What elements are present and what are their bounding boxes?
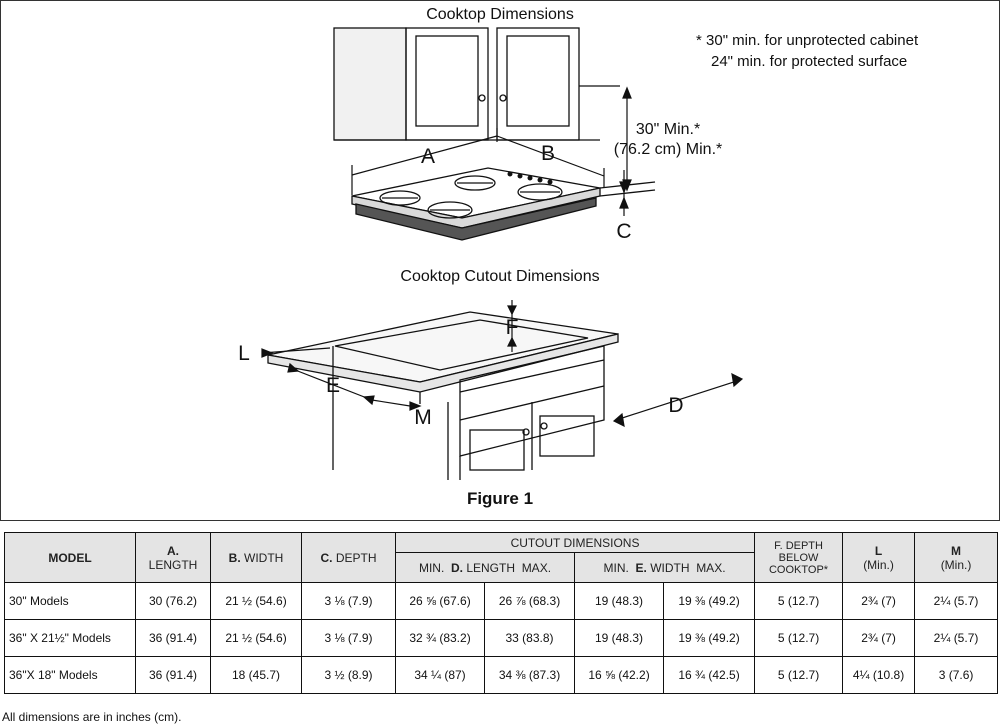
header-e-word: WIDTH <box>650 560 690 575</box>
cooktop-dimensions-table: MODEL A.LENGTH B. WIDTH C. DEPTH CUTOUT … <box>4 532 999 694</box>
figure-caption: Figure 1 <box>467 489 533 508</box>
clearance-label-cm: (76.2 cm) Min.* <box>614 141 722 158</box>
header-model: MODEL <box>4 532 136 583</box>
header-d-word: LENGTH <box>466 560 516 575</box>
clearance-note-line-2: 24" min. for protected surface <box>711 53 907 70</box>
header-b-word: WIDTH <box>244 550 284 565</box>
header-e-min: MIN. <box>603 560 629 575</box>
cell-e-max: 19 ⅜ (49.2) <box>662 619 756 657</box>
cell-l-min: 2¾ (7) <box>842 619 916 657</box>
cell-b-width: 21 ½ (54.6) <box>210 619 302 657</box>
header-b-width: B. WIDTH <box>210 532 302 583</box>
header-a-word: LENGTH <box>148 557 198 572</box>
header-l-min: L(Min.) <box>842 532 916 583</box>
dimension-label-a: A <box>421 145 435 168</box>
header-cutout-label: CUTOUT DIMENSIONS <box>510 535 640 550</box>
cell-d-min: 34 ¼ (87) <box>395 656 485 694</box>
cell-f-depth: 5 (12.7) <box>754 656 844 694</box>
wall-cabinet-drawing <box>333 27 620 141</box>
dimension-c-arrows <box>619 170 629 216</box>
cell-model: 36"X 18" Models <box>4 656 136 694</box>
cell-b-width: 18 (45.7) <box>210 656 302 694</box>
cell-a-length: 36 (91.4) <box>135 619 211 657</box>
dimension-label-l: L <box>238 342 250 365</box>
cell-a-length: 36 (91.4) <box>135 656 211 694</box>
header-a-letter: A. <box>167 543 179 558</box>
clearance-label-inches: 30" Min.* <box>636 121 700 138</box>
header-l-min-label: (Min.) <box>863 557 894 572</box>
header-model-label: MODEL <box>48 550 92 565</box>
header-d-min: MIN. <box>418 560 445 575</box>
header-m-min: M(Min.) <box>914 532 999 583</box>
cell-l-min: 2¾ (7) <box>842 582 916 620</box>
cell-e-max: 16 ¾ (42.5) <box>662 656 756 694</box>
header-d-letter: D. <box>450 560 463 575</box>
cell-c-depth: 3 ⅛ (7.9) <box>301 582 396 620</box>
dimension-label-m: M <box>414 406 432 429</box>
header-f-line-1: F. DEPTH <box>774 539 823 552</box>
header-e-width: MIN. E. WIDTH MAX. <box>573 552 756 583</box>
cutout-diagram-title: Cooktop Cutout Dimensions <box>400 268 599 285</box>
dimension-label-f: F <box>506 316 519 339</box>
cutout-drawing <box>267 311 619 480</box>
cell-c-depth: 3 ½ (8.9) <box>301 656 396 694</box>
clearance-note-line-1: * 30" min. for unprotected cabinet <box>696 32 919 49</box>
dimension-label-d: D <box>668 394 683 417</box>
header-b-letter: B. <box>228 550 241 565</box>
dimension-a-b-lines <box>351 128 605 195</box>
cell-model: 30" Models <box>4 582 136 620</box>
cell-f-depth: 5 (12.7) <box>754 619 844 657</box>
cutout-dimension-lines <box>261 300 744 428</box>
figure-frame <box>0 0 1000 521</box>
header-c-letter: C. <box>320 550 333 565</box>
header-m-letter: M <box>951 543 962 558</box>
cooktop-top-view <box>351 167 656 241</box>
cell-m-min: 2¼ (5.7) <box>914 619 999 657</box>
header-cutout-dimensions: CUTOUT DIMENSIONS <box>394 532 756 553</box>
header-c-depth: C. DEPTH <box>301 532 396 583</box>
header-c-word: DEPTH <box>335 550 377 565</box>
table-row: 36" X 21½" Models 36 (91.4) 21 ½ (54.6) … <box>4 619 999 657</box>
cell-d-max: 26 ⅞ (68.3) <box>484 582 575 620</box>
header-l-letter: L <box>874 543 883 558</box>
cell-d-max: 33 (83.8) <box>484 619 575 657</box>
cell-l-min: 4¼ (10.8) <box>842 656 916 694</box>
figure-1-diagram: Cooktop Dimensions Cooktop Cutout Dimens… <box>0 0 1000 521</box>
cell-e-max: 19 ⅜ (49.2) <box>662 582 756 620</box>
cell-m-min: 3 (7.6) <box>914 656 999 694</box>
top-diagram-title: Cooktop Dimensions <box>426 6 574 23</box>
header-d-max: MAX. <box>521 560 552 575</box>
cell-m-min: 2¼ (5.7) <box>914 582 999 620</box>
cell-a-length: 30 (76.2) <box>135 582 211 620</box>
cell-e-min: 19 (48.3) <box>574 582 664 620</box>
header-a-length: A.LENGTH <box>135 532 211 583</box>
header-f-line-2: BELOW <box>778 551 819 564</box>
cell-f-depth: 5 (12.7) <box>754 582 844 620</box>
cell-d-min: 32 ¾ (83.2) <box>395 619 485 657</box>
cell-model: 36" X 21½" Models <box>4 619 136 657</box>
cooktop-diagram: Cooktop Dimensions Cooktop Cutout Dimens… <box>0 0 1000 521</box>
header-d-length: MIN. D. LENGTH MAX. <box>395 552 575 583</box>
cell-c-depth: 3 ⅛ (7.9) <box>301 619 396 657</box>
cell-d-max: 34 ⅜ (87.3) <box>484 656 575 694</box>
cell-e-min: 16 ⅝ (42.2) <box>574 656 664 694</box>
dimension-label-e: E <box>326 374 340 397</box>
header-f-line-3: COOKTOP* <box>768 563 829 576</box>
header-e-max: MAX. <box>696 560 726 575</box>
dimension-label-c: C <box>616 220 631 243</box>
units-footnote: All dimensions are in inches (cm). <box>2 710 182 724</box>
cell-e-min: 19 (48.3) <box>574 619 664 657</box>
header-e-letter: E. <box>635 560 647 575</box>
cell-b-width: 21 ½ (54.6) <box>210 582 302 620</box>
cell-d-min: 26 ⅝ (67.6) <box>395 582 485 620</box>
table-row: 36"X 18" Models 36 (91.4) 18 (45.7) 3 ½ … <box>4 656 999 694</box>
header-m-min-label: (Min.) <box>940 557 972 572</box>
dimension-label-b: B <box>541 142 555 165</box>
table-row: 30" Models 30 (76.2) 21 ½ (54.6) 3 ⅛ (7.… <box>4 582 999 620</box>
